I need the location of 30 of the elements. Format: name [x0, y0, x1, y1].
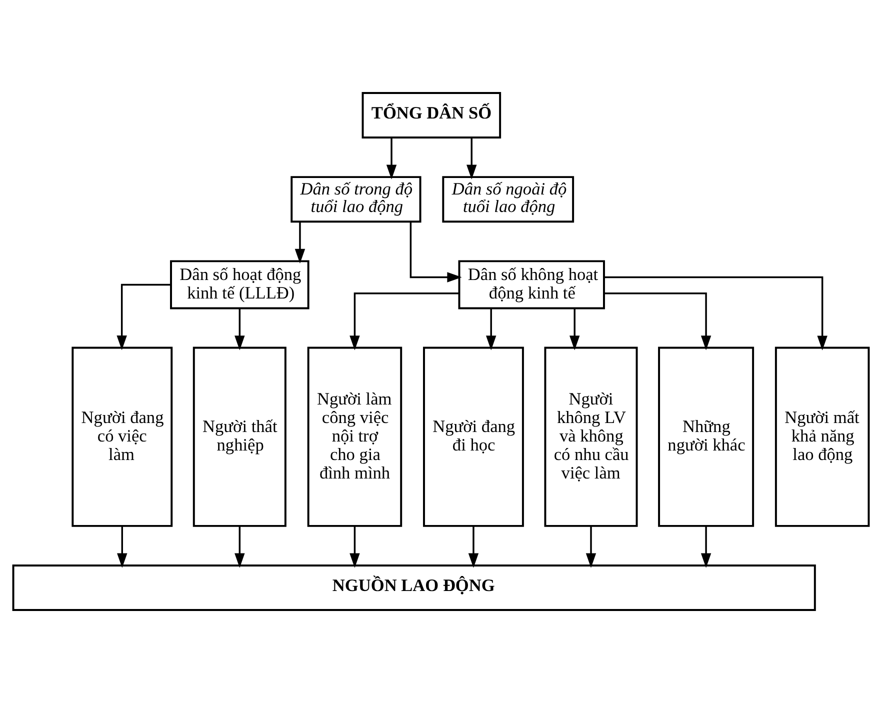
node-box: Người thất nghiệp	[192, 346, 286, 526]
node-box: Dân số không hoạt động kinh tế	[458, 260, 605, 309]
arrow	[410, 221, 462, 282]
node-box: Người làm công việc nội trợ cho gia đình mình	[307, 346, 402, 526]
node-box: TỔNG DÂN SỐ	[362, 91, 502, 138]
arrow	[116, 283, 171, 350]
arrow	[586, 525, 596, 568]
arrow	[486, 308, 496, 350]
arrow	[294, 221, 306, 264]
node-box: Dân số hoạt động kinh tế (LLLĐ)	[170, 260, 310, 309]
node-box: Những người khác	[658, 346, 754, 526]
node-box: Dân số trong độ tuổi lao động	[290, 176, 422, 222]
arrow	[350, 292, 460, 350]
node-box: Người không LV và không có nhu cầu việc làm	[544, 346, 638, 526]
node-box: Người đang có việc làm	[72, 346, 173, 526]
arrow	[604, 292, 712, 350]
arrow	[234, 525, 245, 568]
arrow	[234, 308, 245, 350]
arrow	[466, 137, 477, 179]
node-box: Người đang đi học	[423, 346, 524, 526]
arrow	[700, 525, 712, 568]
arrow	[350, 525, 360, 568]
node-box: Người mất khả năng lao động	[774, 346, 870, 526]
arrow	[117, 525, 128, 568]
node-box: Dân số ngoài độ tuổi lao động	[442, 176, 574, 222]
arrow	[570, 308, 580, 350]
arrow	[386, 137, 397, 179]
arrow	[604, 276, 828, 350]
arrow	[468, 525, 479, 568]
node-box: NGUỒN LAO ĐỘNG	[12, 564, 816, 611]
